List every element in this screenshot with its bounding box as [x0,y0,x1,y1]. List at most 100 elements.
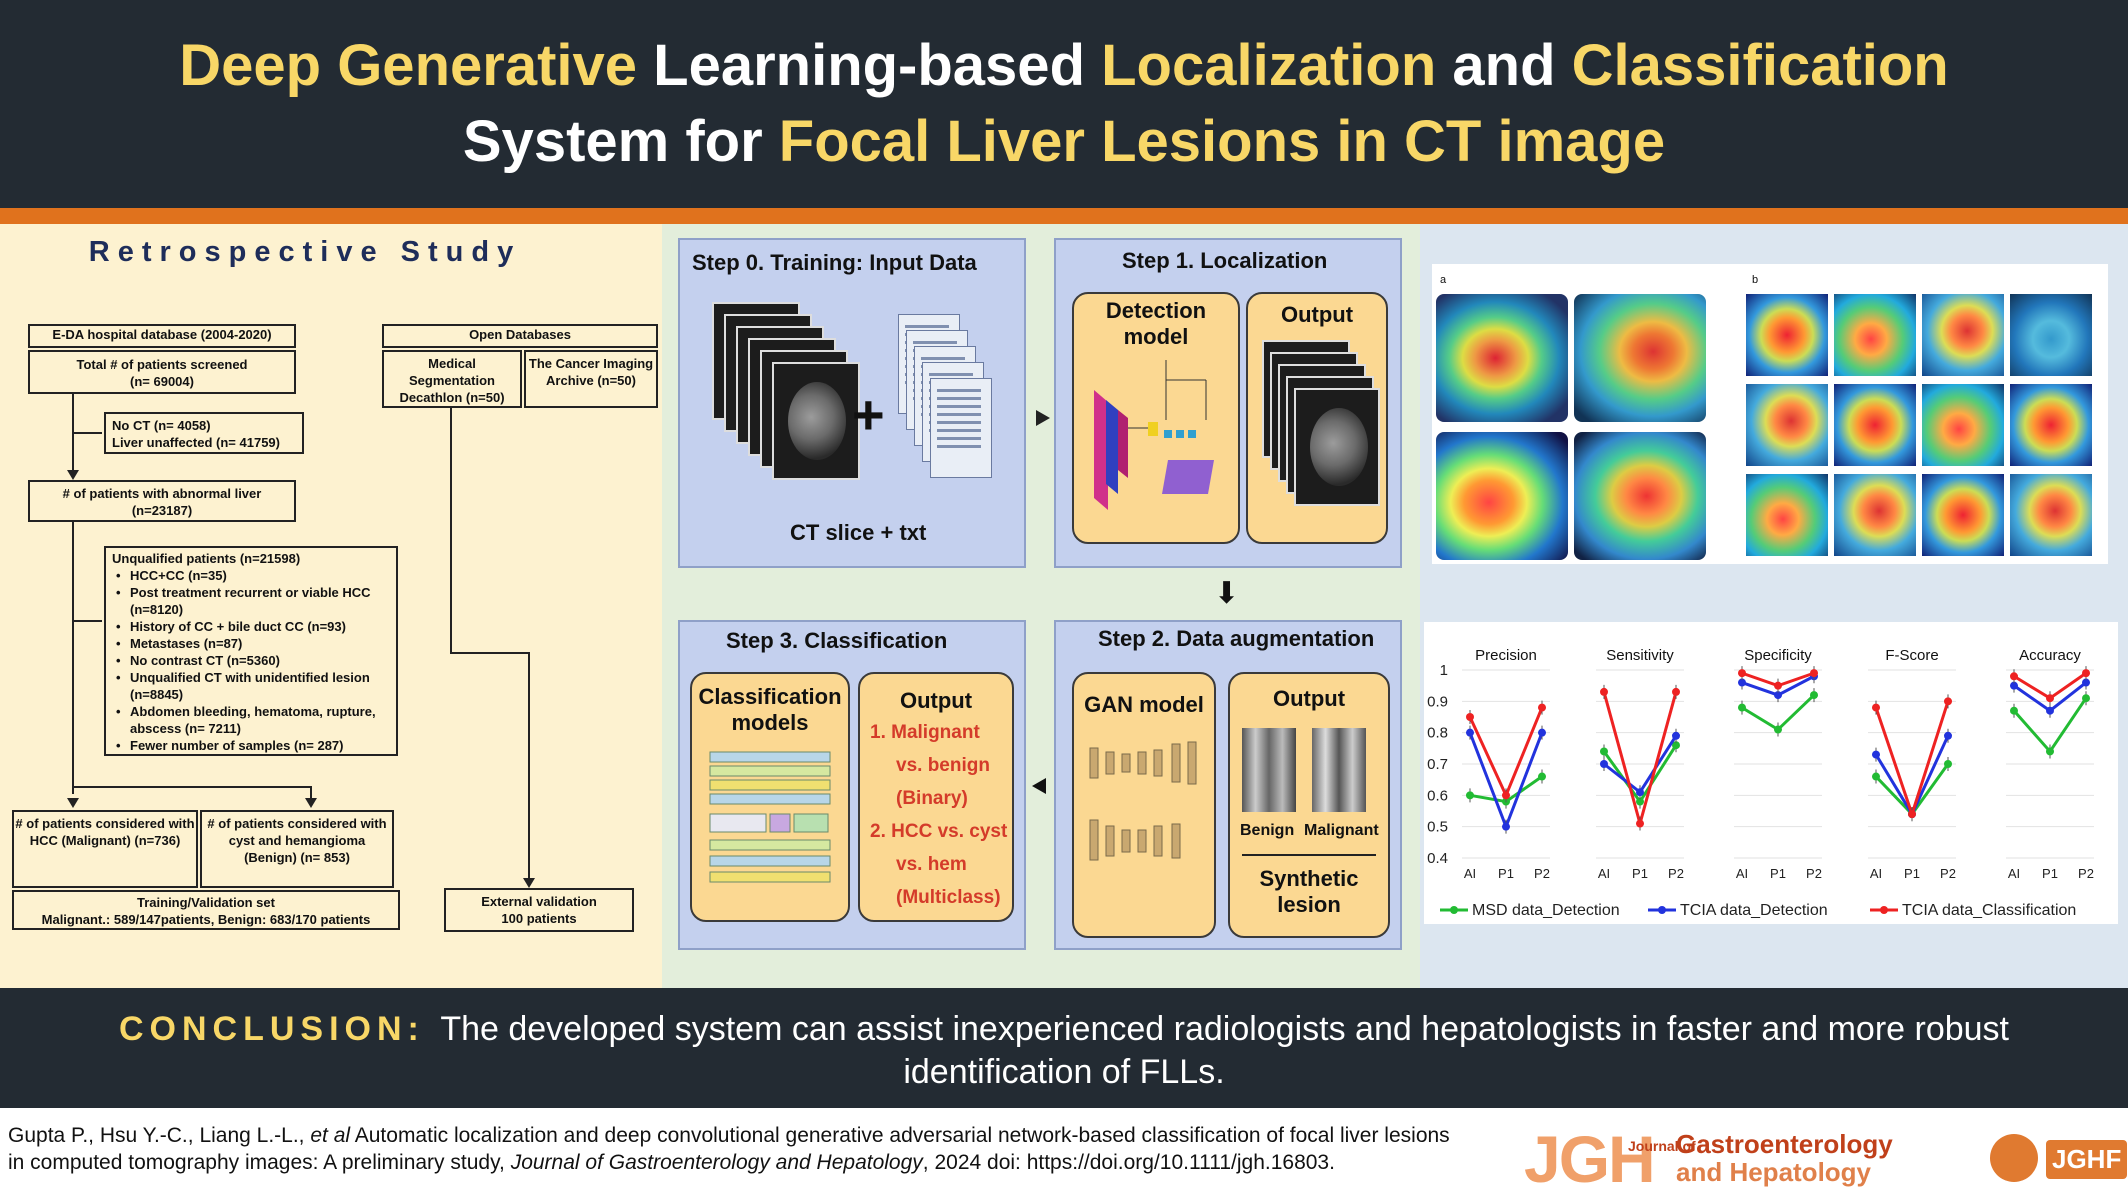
data-point [1774,725,1782,734]
data-point [1738,678,1746,687]
gan-model-label: GAN model [1084,692,1204,717]
data-point [2082,669,2090,678]
list-item: No contrast CT (n=5360) [112,652,396,669]
page-title: Deep Generative Learning-based Localizat… [179,33,1949,174]
data-point [1872,703,1880,712]
x-tick-label: P2 [1806,866,1822,881]
data-point [1538,703,1546,712]
abnormal-count: (n=23187) [131,503,193,518]
data-point [1636,819,1644,828]
list-item: 1. Malignant [870,722,980,743]
data-point [2010,672,2018,681]
x-tick-label: P1 [1770,866,1786,881]
panel-title: Precision [1475,647,1537,664]
data-point [1600,687,1608,696]
citation-journal: Journal of Gastroenterology and Hepatolo… [510,1151,923,1174]
data-point [2010,706,2018,715]
data-point [2082,694,2090,703]
benign-synthetic-image [1242,728,1296,812]
y-tick-label: 0.6 [1427,787,1448,804]
step1-title: Step 1. Localization [1122,248,1328,273]
hcc-malignant-box: # of patients considered with HCC (Malig… [12,810,198,888]
citation-authors: Gupta P., Hsu Y.-C., Liang L.-L., [8,1124,311,1147]
plus-sign: + [852,383,885,446]
open-databases-box: Open Databases [382,324,658,348]
panel-title: Sensitivity [1606,647,1674,664]
data-point [1538,772,1546,781]
jgh-logo-mark: JGH [1524,1122,1656,1196]
citation-etal: et al [310,1124,351,1147]
unqualified-list: HCC+CC (n=35) Post treatment recurrent o… [112,567,396,754]
classification-models-label: Classification models [698,684,842,735]
data-point [1466,791,1474,800]
step2-output-label: Output [1272,686,1346,711]
gan-diagram-icon [1089,741,1197,861]
step0-caption: CT slice + txt [790,520,927,545]
x-tick-label: P1 [2042,866,2058,881]
x-tick-label: P1 [1904,866,1920,881]
data-point [1600,747,1608,756]
data-point [2046,706,2054,715]
panel-title: F-Score [1885,647,1938,664]
x-tick-label: AI [1870,866,1882,881]
heatmap-label-a: a [1440,274,1447,286]
retrospective-study-heading: Retrospective Study [88,236,522,268]
y-tick-label: 0.4 [1427,850,1448,867]
ct-heatmap [1436,294,1568,422]
legend-marker [1880,906,1888,914]
data-point [1774,681,1782,690]
series-line [1468,732,1544,831]
data-point [1636,797,1644,806]
external-validation-box: External validation 100 patients [444,888,634,932]
x-tick-label: P2 [1940,866,1956,881]
x-tick-label: P1 [1498,866,1514,881]
trainval-detail: Malignant.: 589/147patients, Benign: 683… [41,912,371,927]
data-point [1872,750,1880,759]
excluded-box: No CT (n= 4058) Liver unaffected (n= 417… [104,412,304,454]
step0-title: Step 0. Training: Input Data [692,250,977,275]
screened-count: (n= 69004) [130,374,194,389]
excluded-no-ct: No CT (n= 4058) [112,418,211,433]
data-point [1944,697,1952,706]
trainval-title: Training/Validation set [137,895,275,910]
list-item: vs. hem [896,854,967,875]
data-point [2046,694,2054,703]
data-point [1672,741,1680,750]
legend-marker [1450,906,1458,914]
data-point [1636,788,1644,797]
arrow-down-icon: ⬇ [1214,577,1240,610]
malignant-label: Malignant [1304,822,1379,839]
list-item: vs. benign [896,755,990,776]
data-point [1672,687,1680,696]
ct-heatmap [1574,294,1706,422]
data-point [1908,810,1916,819]
tcia-box: The Cancer Imaging Archive (n=50) [524,350,658,408]
x-tick-label: AI [1598,866,1610,881]
x-tick-label: P2 [1534,866,1550,881]
y-tick-label: 0.7 [1427,756,1448,773]
list-item: Unqualified CT with unidentified lesion … [112,669,396,703]
conclusion-text: CONCLUSION: The developed system can ass… [40,1008,2088,1094]
step3-output-box: Output 1. Malignant vs. benign (Binary) … [858,672,1014,922]
abnormal-liver-box: # of patients with abnormal liver (n=231… [28,480,296,522]
data-point [1502,791,1510,800]
data-point [2046,747,2054,756]
data-point [1738,669,1746,678]
abnormal-label: # of patients with abnormal liver [62,486,262,501]
unqualified-box: Unqualified patients (n=21598) HCC+CC (n… [104,546,398,756]
conclusion-bar [0,988,2128,1108]
list-item: (Binary) [896,788,968,809]
list-item: Metastases (n=87) [112,635,396,652]
ct-heatmap [1436,432,1568,560]
jghf-badge: JGHF [2046,1140,2128,1179]
data-point [1810,669,1818,678]
gan-model-box: GAN model [1072,672,1216,938]
data-point [1672,731,1680,740]
msd-box: Medical Segmentation Decathlon (n=50) [382,350,522,408]
panel-title: Accuracy [2019,647,2081,664]
malignant-synthetic-image [1312,728,1366,812]
legend-label: MSD data_Detection [1472,902,1620,919]
unqualified-title: Unqualified patients (n=21598) [112,551,301,566]
